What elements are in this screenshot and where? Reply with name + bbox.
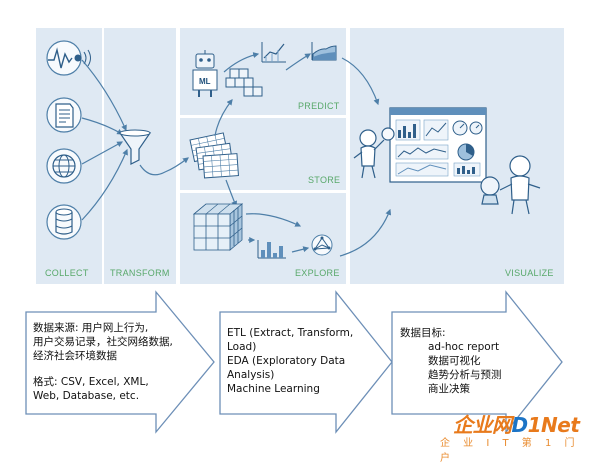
- processing-line: Load): [227, 341, 257, 353]
- format-line: 格式: CSV, Excel, XML,: [33, 376, 149, 388]
- watermark-logo: 企业网D1Net: [453, 409, 580, 438]
- person-crystal-ball-icon: [480, 155, 541, 215]
- data-source-line: 经济社会环境数据: [33, 350, 117, 362]
- processing-line: ETL (Extract, Transform,: [227, 327, 354, 339]
- bar-chart-icon: [257, 240, 286, 259]
- line-chart-icon: [261, 42, 286, 63]
- arrow-collect-transform: [25, 290, 215, 434]
- predict-label: PREDICT: [298, 101, 340, 111]
- transform-panel: [104, 28, 176, 284]
- processing-line: Analysis): [227, 369, 275, 381]
- data-source-line: 数据来源: 用户网上行为,: [33, 322, 149, 334]
- explore-flow-lines: [245, 213, 310, 253]
- goals-title: 数据目标:: [400, 327, 446, 339]
- visualize-label: VISUALIZE: [505, 268, 554, 278]
- processing-text: ETL (Extract, Transform, Load) EDA (Expl…: [227, 326, 353, 396]
- goal-item: 数据可视化: [428, 355, 481, 367]
- robot-icon: [192, 50, 218, 97]
- diagram-illustrations: ML: [25, 40, 563, 434]
- transform-label: TRANSFORM: [110, 268, 170, 278]
- watermark-subtitle: 企 业 I T 第 1 门 户: [440, 438, 580, 464]
- explore-label: EXPLORE: [295, 268, 340, 278]
- collect-flow-lines: [81, 59, 189, 221]
- ml-badge: ML: [199, 77, 211, 86]
- globe-icon: [46, 148, 82, 184]
- predict-flow-lines: [223, 52, 312, 73]
- watermark-main-c: 1Net: [527, 413, 580, 437]
- collect-label: COLLECT: [45, 268, 89, 278]
- person-magnifier-icon: [353, 127, 395, 179]
- watermark-main-b: D: [511, 413, 529, 437]
- goals-text: 数据目标: ad-hoc report 数据可视化 趋势分析与预测 商业决策: [400, 326, 502, 396]
- dashboard-illustration: [389, 107, 487, 183]
- visualize-flow-lines: [339, 57, 392, 257]
- arrow-visualize: [391, 290, 563, 434]
- blocks-icon: [225, 68, 263, 97]
- network-icon: [311, 234, 333, 256]
- processing-line: Machine Learning: [227, 383, 320, 395]
- funnel-icon: [118, 129, 152, 165]
- format-line: Web, Database, etc.: [33, 390, 140, 402]
- table-stack-icon: [189, 132, 239, 179]
- data-cube-icon: [192, 203, 244, 251]
- document-icon: [46, 97, 82, 133]
- data-source-line: 用户交易记录，社交网络数据,: [33, 336, 173, 348]
- goal-item: 趋势分析与预测: [428, 369, 502, 381]
- processing-line: EDA (Exploratory Data: [227, 355, 346, 367]
- arrow-processing: [219, 290, 393, 434]
- goal-item: 商业决策: [428, 383, 470, 395]
- area-chart-icon: [311, 42, 337, 61]
- store-label: STORE: [308, 175, 341, 185]
- data-source-text: 数据来源: 用户网上行为, 用户交易记录，社交网络数据, 经济社会环境数据 格式…: [33, 321, 173, 403]
- signal-icon: [46, 40, 91, 76]
- database-icon: [46, 204, 82, 240]
- goal-item: ad-hoc report: [428, 341, 500, 353]
- pipeline-diagram: COLLECT TRANSFORM PREDICT STORE EXPLORE …: [25, 28, 580, 464]
- watermark-main-a: 企业网: [453, 413, 512, 437]
